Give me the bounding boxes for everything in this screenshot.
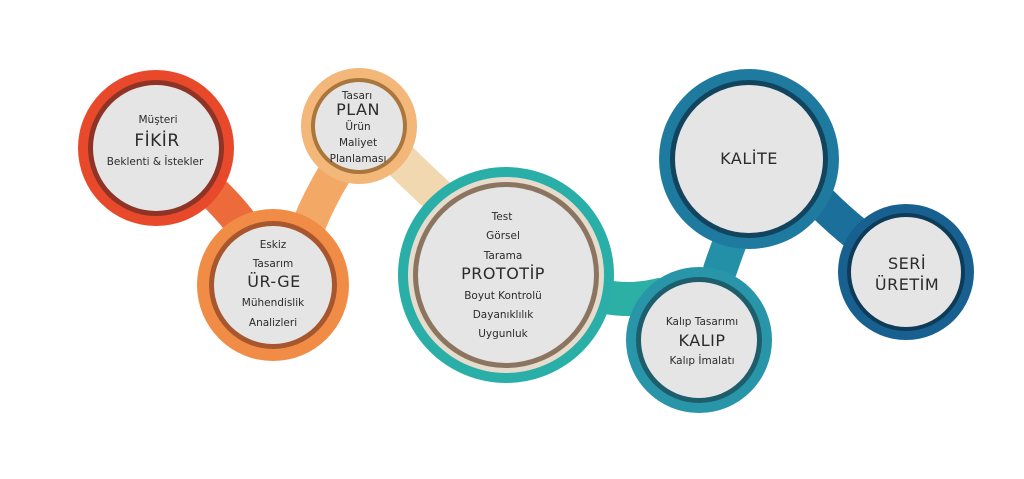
urge-after-2: Analizleri <box>248 317 298 329</box>
seri-title-line-1: SERİ <box>887 254 927 273</box>
prototip-title: PROTOTİP <box>461 264 545 283</box>
plan-title: PLAN <box>336 100 380 119</box>
plan-after-2: Maliyet <box>338 137 378 149</box>
prototip-line-3: Tarama <box>483 250 523 262</box>
kalip-bottom-text: Kalıp İmalatı <box>669 355 735 367</box>
urge-line-1: Eskiz <box>259 239 287 251</box>
seri-title-line-2: ÜRETİM <box>874 275 940 294</box>
kalip-title: KALIP <box>678 331 726 350</box>
node-urge <box>197 209 349 361</box>
node-prototip <box>398 167 614 383</box>
fikir-title: FİKİR <box>134 131 180 151</box>
plan-after-1: Ürün <box>345 121 371 133</box>
prototip-after-2: Dayanıklılık <box>472 309 534 321</box>
node-seri <box>838 204 974 340</box>
prototip-line-2: Görsel <box>486 230 520 242</box>
prototip-after-1: Boyut Kontrolü <box>464 290 542 302</box>
urge-title: ÜR-GE <box>247 272 301 291</box>
prototip-after-3: Uygunluk <box>478 328 528 340</box>
plan-top-text: Tasarı <box>341 90 373 102</box>
plan-after-3: Planlaması <box>329 153 387 165</box>
prototip-line-1: Test <box>491 211 513 223</box>
node-kalite <box>659 69 839 249</box>
fikir-top-text: Müşteri <box>138 114 178 126</box>
urge-line-2: Tasarım <box>252 258 294 270</box>
kalip-top-text: Kalıp Tasarımı <box>665 316 739 328</box>
node-kalip <box>626 267 772 413</box>
fikir-bottom-text: Beklenti & İstekler <box>106 156 204 168</box>
urge-after-1: Mühendislik <box>241 297 305 309</box>
kalite-title: KALİTE <box>720 149 778 168</box>
node-fikir <box>78 70 234 226</box>
node-plan <box>301 68 417 184</box>
